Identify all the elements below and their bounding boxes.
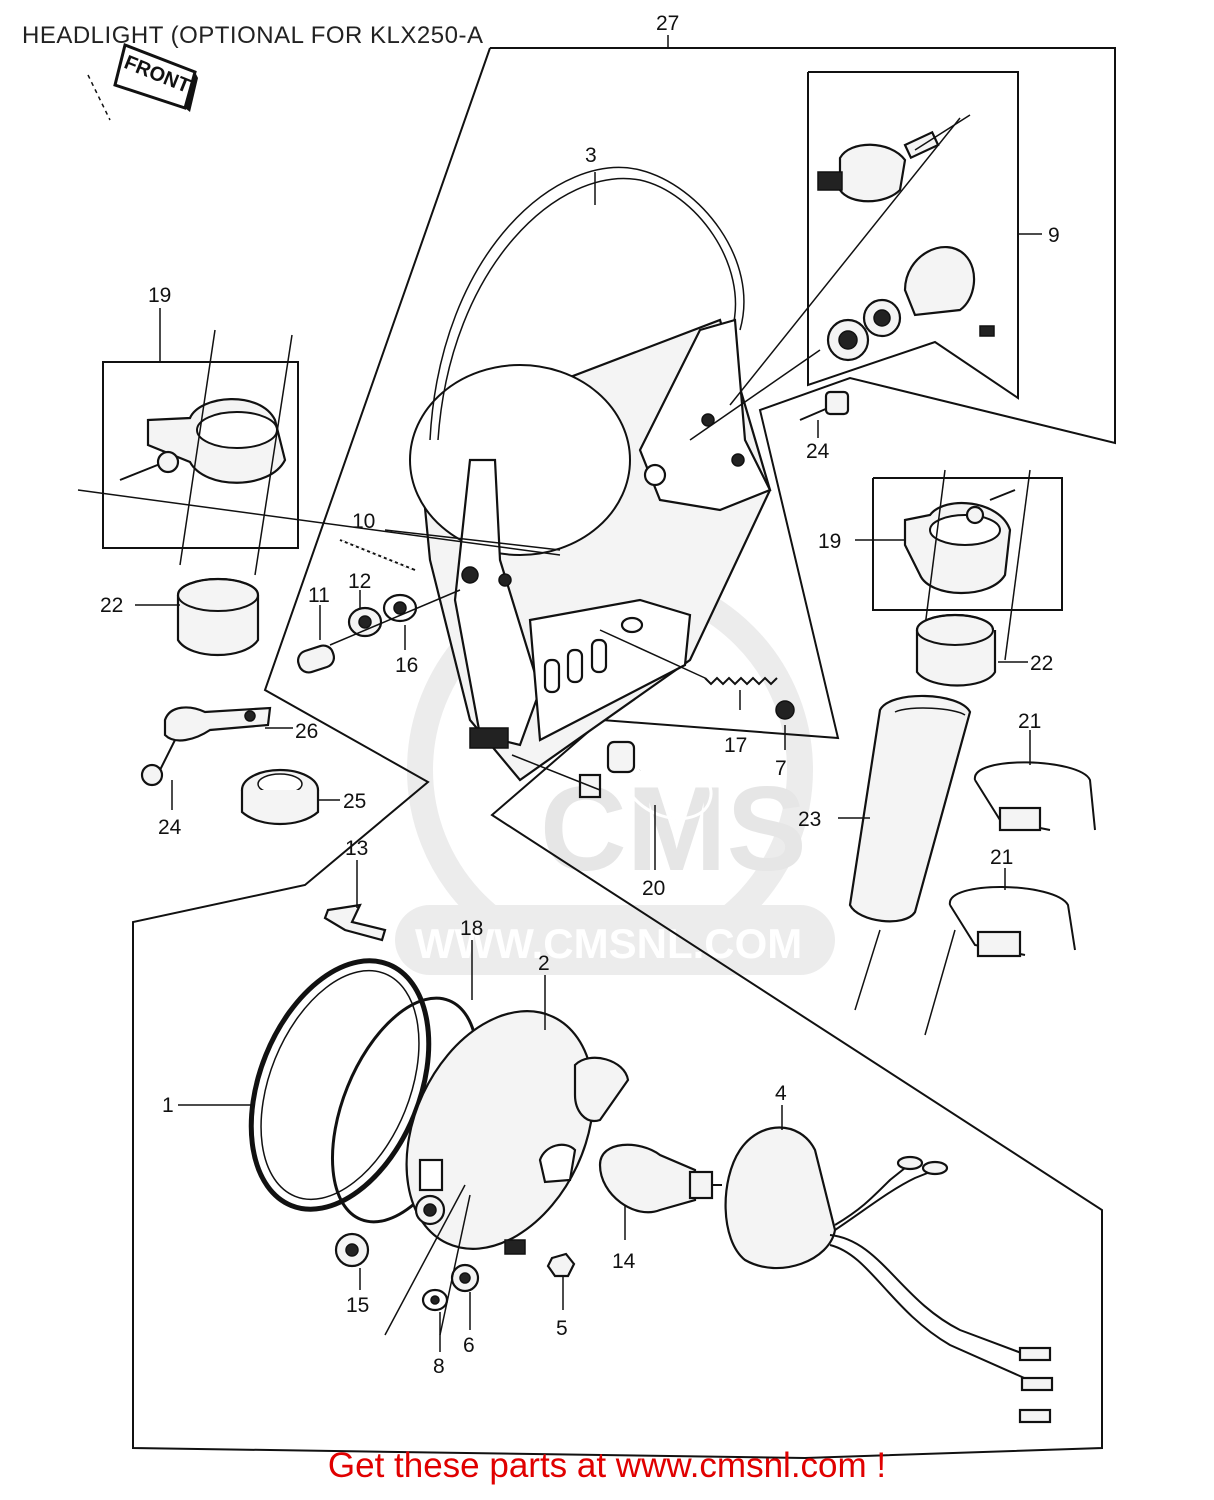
callout-6: 6 xyxy=(463,1334,475,1357)
watermark-banner xyxy=(395,905,835,975)
callout-18: 18 xyxy=(460,917,483,940)
callout-19-right: 19 xyxy=(818,530,841,553)
callout-7: 7 xyxy=(775,757,787,780)
part-2-housing xyxy=(405,1010,630,1255)
callout-24-upper: 24 xyxy=(806,440,830,463)
callout-8: 8 xyxy=(433,1355,445,1378)
callout-1: 1 xyxy=(162,1094,174,1117)
leader-lines xyxy=(135,35,1042,1352)
part-21-band-upper xyxy=(973,761,1096,832)
callout-12: 12 xyxy=(348,570,371,593)
part-20-harness xyxy=(511,740,713,821)
part-21-band-lower xyxy=(948,886,1076,958)
part-7-nut xyxy=(775,700,795,720)
callout-5: 5 xyxy=(556,1317,568,1340)
part-11-collar xyxy=(296,644,336,674)
group-boundary-9 xyxy=(807,71,1019,400)
part-15-nut xyxy=(334,1232,370,1268)
callout-22-left: 22 xyxy=(100,594,123,617)
part-16-washer xyxy=(329,589,461,646)
part-9-switch xyxy=(689,114,995,441)
callout-13: 13 xyxy=(345,837,368,860)
callout-3: 3 xyxy=(585,144,597,167)
part-4-socket xyxy=(724,1126,1054,1424)
callout-27: 27 xyxy=(656,12,679,35)
callout-2: 2 xyxy=(538,952,550,975)
callout-19-left: 19 xyxy=(148,284,171,307)
callout-15: 15 xyxy=(346,1294,369,1317)
diagram-title: HEADLIGHT (OPTIONAL FOR KLX250-A xyxy=(22,22,484,49)
callout-21-upper: 21 xyxy=(1018,710,1041,733)
part-22-right-rubber xyxy=(915,613,997,687)
callout-23: 23 xyxy=(798,808,821,831)
callout-11: 11 xyxy=(308,584,330,607)
part-14-bulb xyxy=(598,1143,722,1214)
callout-4: 4 xyxy=(775,1082,787,1105)
part-24-bolt-upper xyxy=(799,390,850,421)
part-26-bracket xyxy=(163,706,272,742)
callout-16: 16 xyxy=(395,654,418,677)
part-12-grommet xyxy=(347,606,383,638)
callout-21-lower: 21 xyxy=(990,846,1013,869)
callout-10: 10 xyxy=(352,510,375,533)
part-3-headlight-cover xyxy=(409,166,772,782)
part-22-left-rubber xyxy=(176,577,260,656)
callout-25: 25 xyxy=(343,790,366,813)
part-5-nut xyxy=(546,1252,576,1278)
group-boundary-19-left xyxy=(102,361,299,549)
part-19-left-clamp xyxy=(119,329,293,576)
callout-24-lower: 24 xyxy=(158,816,182,839)
callout-22-right: 22 xyxy=(1030,652,1053,675)
group-boundary-19-right xyxy=(872,477,1063,611)
front-arrow-tag: FRONT xyxy=(87,42,198,121)
callout-20: 20 xyxy=(642,877,665,900)
watermark-url: WWW.CMSNL.COM xyxy=(415,920,802,967)
part-25-grommet xyxy=(240,768,320,826)
callout-9: 9 xyxy=(1048,224,1060,247)
callout-14: 14 xyxy=(612,1250,636,1273)
footer-promo-text: Get these parts at www.cmsnl.com ! xyxy=(327,1446,887,1485)
part-24-bolt-lower xyxy=(140,739,176,787)
callout-labels: 27 3 9 19 22 24 10 19 22 21 21 23 11 12 … xyxy=(100,12,1060,1378)
part-6-nut xyxy=(450,1263,480,1293)
part-10-bolt xyxy=(77,489,561,571)
group-boundary-27 xyxy=(132,47,1116,1460)
part-17-spring xyxy=(599,629,778,686)
part-19-right-clamp xyxy=(903,469,1031,661)
part-23-fork-cover xyxy=(848,694,972,1036)
callout-17: 17 xyxy=(724,734,747,757)
part-13-clip xyxy=(323,903,387,942)
part-8-washer xyxy=(421,1288,449,1312)
callout-26: 26 xyxy=(295,720,318,743)
